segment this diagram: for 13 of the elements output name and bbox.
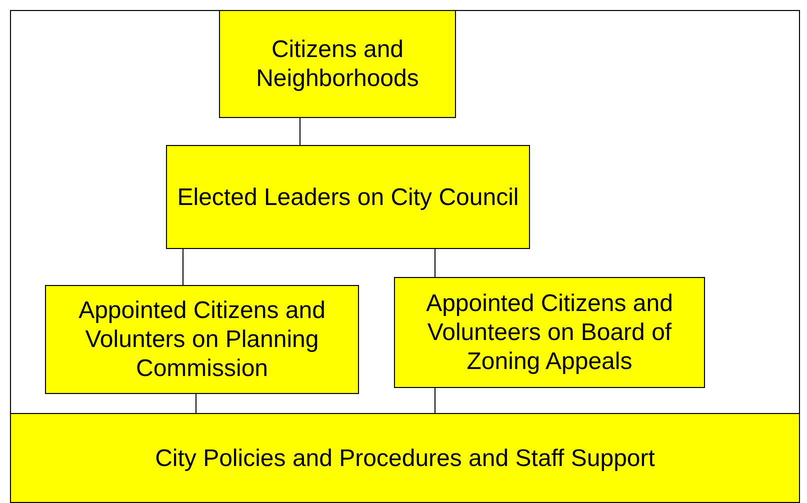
box-label: Citizens and Neighborhoods (255, 35, 420, 93)
box-label: Elected Leaders on City Council (177, 182, 519, 212)
org-box (394, 277, 705, 388)
box-label: Appointed Citizens and Volunteers on Board of Zoning Appeals (425, 289, 674, 376)
org-box (219, 10, 456, 118)
box-label: Appointed Citizens and Volunters on Planning Commission (78, 296, 326, 383)
connector-line (434, 248, 436, 278)
org-box (10, 413, 800, 503)
org-box (166, 145, 530, 249)
connector-line (182, 248, 184, 286)
box-label: City Policies and Procedures and Staff Support (155, 444, 655, 472)
connector-line (434, 388, 436, 414)
org-box (45, 285, 359, 394)
